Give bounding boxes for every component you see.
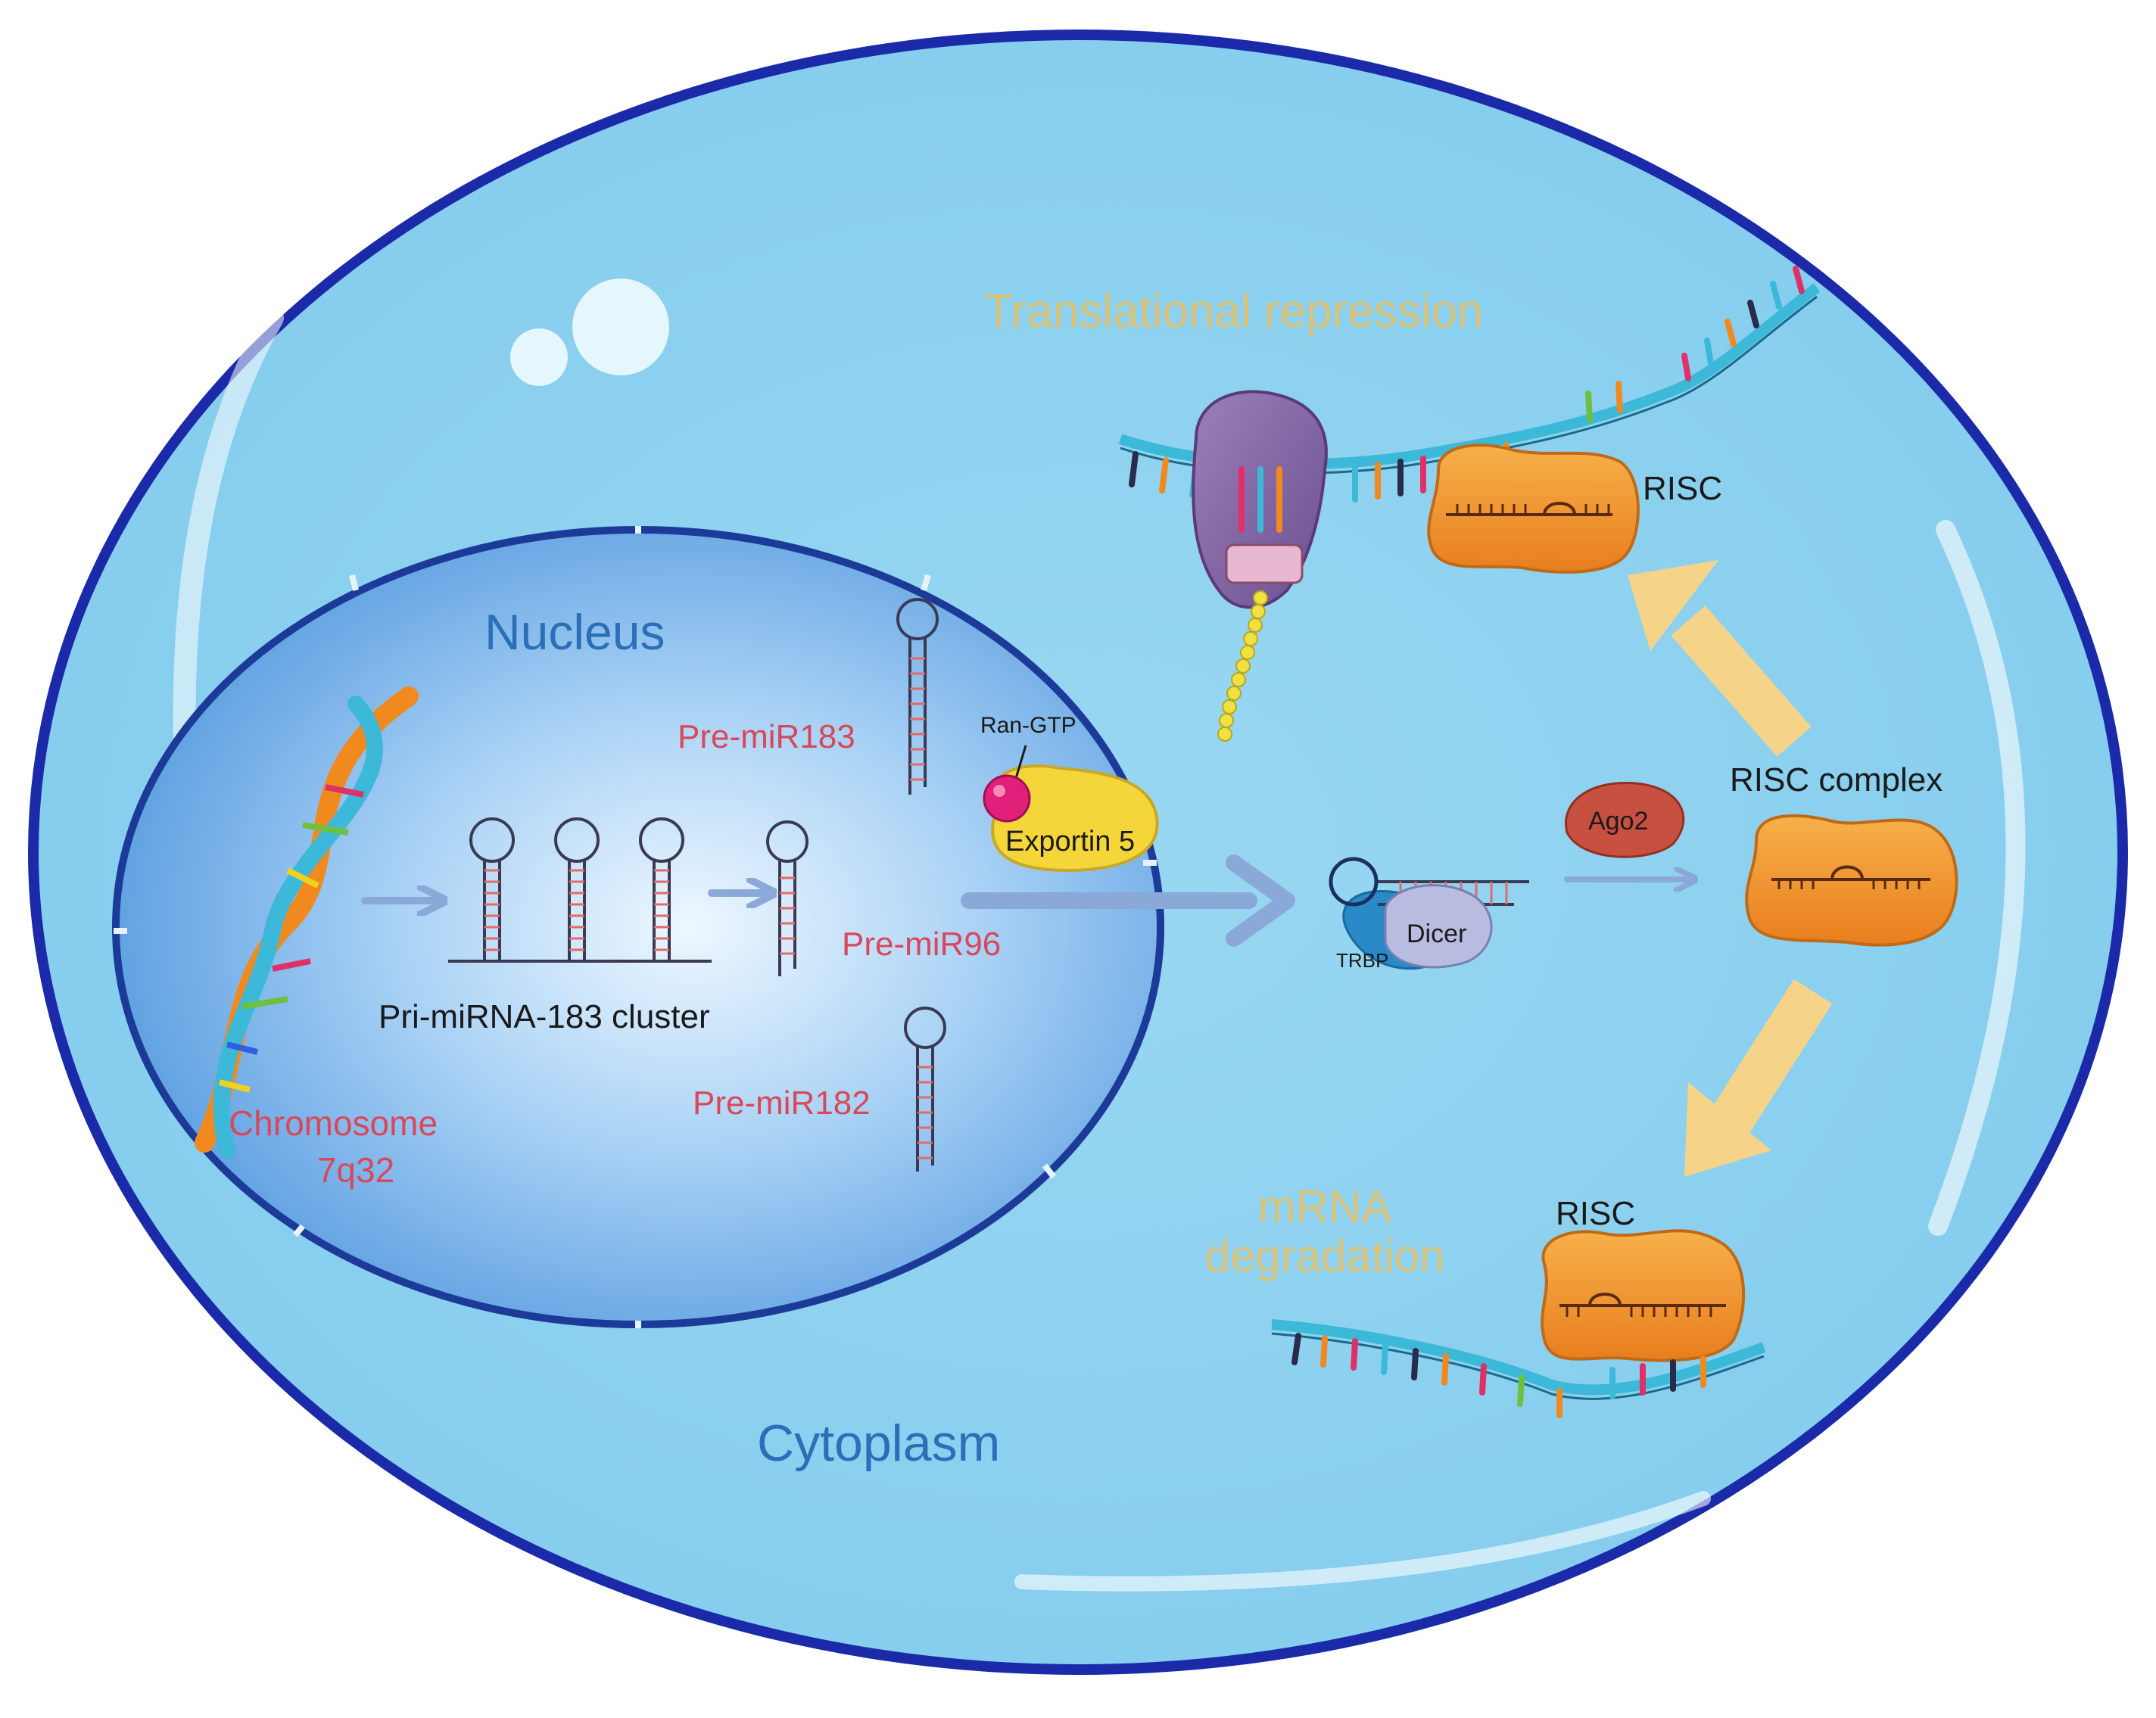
arrow-to-translational-repression xyxy=(1628,560,1718,651)
dna-helix-icon xyxy=(195,686,419,1159)
pri-mirna-hairpins-icon xyxy=(448,817,712,963)
pre-mir183-label: Pre-miR183 xyxy=(678,718,855,755)
pri-cluster-label: Pri-miRNA-183 cluster xyxy=(379,998,710,1035)
exportin5-label: Exportin 5 xyxy=(1005,826,1135,857)
tan-arrows xyxy=(1628,560,1833,1177)
ran-gtp-icon xyxy=(983,745,1031,823)
ago2-icon xyxy=(1565,781,1685,858)
risc-complex-label: RISC complex xyxy=(1730,761,1943,798)
nucleus-arrows xyxy=(361,893,765,901)
arrow-to-mrna-degradation xyxy=(1684,1082,1771,1177)
nucleus-label: Nucleus xyxy=(484,604,665,660)
chromosome-label-line1: Chromosome xyxy=(229,1103,438,1143)
ribosome-icon xyxy=(1192,390,1328,742)
dicer-complex-icon xyxy=(1329,857,1529,970)
dicer-icon xyxy=(1384,884,1493,969)
risc-top-label: RISC xyxy=(1643,470,1722,507)
risc-complex-icon xyxy=(1745,814,1958,947)
export-arrow xyxy=(961,854,1295,947)
peptide-chain xyxy=(1217,590,1268,742)
risc-top-icon xyxy=(1427,444,1640,574)
mrna-degradation-label-line1: mRNA xyxy=(1258,1181,1392,1232)
translational-repression-label: Translational repression xyxy=(984,285,1483,338)
risc-bottom-label: RISC xyxy=(1556,1195,1635,1232)
bottom-mrna-strand xyxy=(1271,1319,1766,1418)
dicer-label: Dicer xyxy=(1407,920,1466,948)
pre-mir183-hairpin xyxy=(896,598,939,795)
bubble-large xyxy=(572,279,669,375)
exportin5-icon xyxy=(991,764,1159,873)
pre-mir96-label: Pre-miR96 xyxy=(842,926,1001,963)
pre-mirna-hairpins-icon xyxy=(766,598,946,1172)
risc-bottom-icon xyxy=(1541,1229,1746,1399)
cytoplasm-label: Cytoplasm xyxy=(757,1415,1000,1472)
ran-gtp-label: Ran-GTP xyxy=(980,713,1076,738)
bubble-small xyxy=(510,328,568,386)
pre-mir182-label: Pre-miR182 xyxy=(693,1085,871,1122)
mrna-degradation-label-line2: degradation xyxy=(1205,1231,1445,1281)
trbp-label: TRBP xyxy=(1336,949,1388,972)
ago2-label: Ago2 xyxy=(1588,807,1648,836)
chromosome-label-line2: 7q32 xyxy=(317,1150,394,1190)
